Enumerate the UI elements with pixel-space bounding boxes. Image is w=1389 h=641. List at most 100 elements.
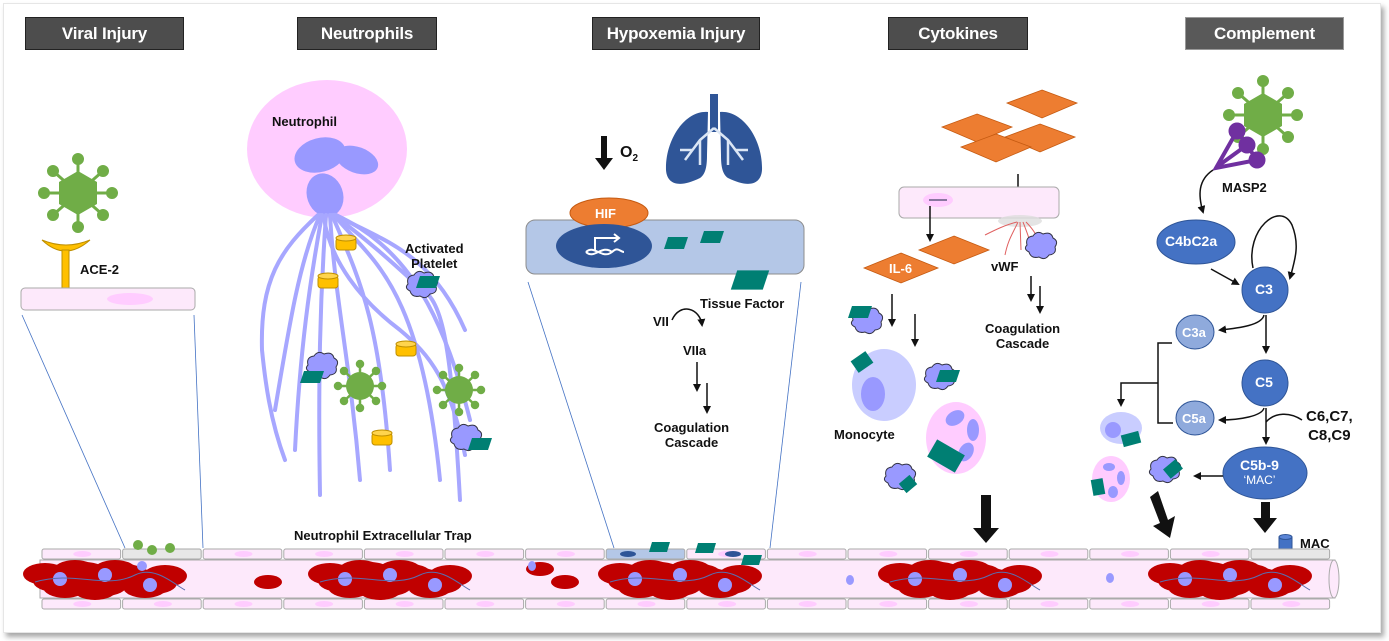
platelet-icon [98, 568, 112, 582]
mac-label: MAC [1300, 536, 1330, 551]
monocyte-nucleus [861, 377, 885, 411]
platelet-icon [338, 572, 352, 586]
activated-platelet-label-line2: Platelet [411, 256, 458, 271]
neutrophil-nucleus-icon [1103, 463, 1125, 498]
c6-c9-label: C6,C7, C8,C9 [1306, 407, 1353, 445]
c5-label: C5 [1255, 374, 1273, 390]
nucleus-icon [620, 551, 636, 557]
panel-header-cytokines: Cytokines [888, 17, 1028, 50]
complement-panel [1090, 75, 1308, 552]
panel-header-neutrophils: Neutrophils [297, 17, 437, 50]
mac-pore-icon [1278, 534, 1293, 552]
cytokines-panel [848, 89, 1079, 543]
cell-nucleus [107, 293, 153, 305]
tissue-factor-icon [1163, 459, 1183, 479]
tissue-factor-icon [1090, 478, 1106, 496]
cell-nucleus [234, 551, 253, 557]
zoom-line [769, 281, 802, 549]
c5b9-mac-sub: ‘MAC’ [1243, 473, 1276, 487]
virus-icon [147, 545, 157, 555]
virus-icon [165, 543, 175, 553]
ace2-receptor-icon [41, 239, 91, 252]
c3-label: C3 [1255, 281, 1273, 297]
cell-nucleus [798, 601, 817, 607]
cascade-line2: Cascade [664, 435, 719, 450]
lungs-icon [665, 94, 763, 184]
c4bc2a-label: C4bC2a [1165, 233, 1218, 249]
cell-nucleus [234, 601, 253, 607]
c5-node [1241, 359, 1289, 407]
platelet-icon [528, 561, 536, 571]
tissue-factor-icon [730, 270, 770, 290]
cleavage-arrow [1218, 407, 1265, 424]
ace2-label: ACE-2 [80, 262, 120, 277]
cascade-line1: Coagulation [985, 321, 1061, 336]
tissue-factor-icon [300, 371, 324, 383]
tissue-factor-icon [664, 237, 688, 249]
red-blood-cell [254, 575, 282, 589]
c5b9-name: C5b-9 [1240, 457, 1279, 473]
virus-icon [432, 363, 486, 417]
platelet-icon [428, 578, 442, 592]
cell-nucleus [1121, 601, 1140, 607]
cell-nucleus [959, 551, 978, 557]
platelet-icon [846, 575, 854, 585]
oxygen-label: O2 [620, 145, 638, 166]
net-strands [259, 213, 472, 502]
panel-header-hypoxemia-injury: Hypoxemia Injury [592, 17, 760, 50]
tissue-factor-icon [416, 276, 440, 288]
viia-label: VIIa [683, 343, 707, 358]
platelet-icon [1024, 231, 1058, 260]
c5b9-mac-node [1222, 446, 1308, 500]
fibrin-strand [609, 571, 761, 591]
virus-icon [38, 153, 118, 233]
nucleus-icon [725, 551, 741, 557]
virus-icon [1223, 75, 1303, 155]
fibrin-strand [889, 571, 1041, 591]
il6-cytokine-icon [862, 235, 991, 284]
cell-nucleus [556, 551, 575, 557]
cell-nucleus [395, 551, 414, 557]
vessel-opening [1328, 559, 1340, 599]
flow-arrow [1197, 169, 1214, 214]
cell-nucleus [395, 601, 414, 607]
tissue-factor-icon [848, 306, 872, 318]
c4bc2a-node [1156, 219, 1236, 265]
bracket-line [1157, 342, 1173, 424]
figure-frame [3, 3, 1381, 633]
cell-nucleus [637, 601, 656, 607]
coagulation-cascade-label: Coagulation Cascade [985, 321, 1060, 351]
big-arrow-icon [973, 495, 999, 543]
coagulation-cascade-label: Coagulation Cascade [654, 420, 729, 450]
tissue-factor-icon [649, 542, 670, 552]
tissue-factor-label: Tissue Factor [700, 296, 785, 311]
tissue-factor-icon [898, 474, 918, 494]
c3a-node [1175, 314, 1215, 350]
thrombus [23, 560, 187, 600]
cascade-line1: Coagulation [654, 420, 730, 435]
c6-c9-line1: C6,C7, [1306, 408, 1353, 425]
platelet-icon [137, 561, 147, 571]
masp2-icon [1212, 122, 1266, 171]
tissue-factor-icon [695, 543, 716, 553]
tissue-factor-icon [936, 370, 960, 382]
decrease-arrow-icon [595, 136, 613, 170]
cell-nucleus [1282, 601, 1301, 607]
c6-c9-line2: C8,C9 [1308, 427, 1351, 444]
cell-nucleus [1040, 601, 1059, 607]
thrombus [878, 560, 1042, 600]
red-blood-cell [648, 578, 692, 600]
thrombus [1148, 560, 1312, 600]
tissue-factor-icon [741, 555, 762, 565]
cell-nucleus [1121, 551, 1140, 557]
red-blood-cell [551, 575, 579, 589]
red-blood-cell [358, 578, 402, 600]
fibrin-strand [1159, 571, 1311, 591]
tissue-factor-icon [927, 439, 965, 473]
endothelial-cell [605, 548, 686, 560]
c5b9-label: C5b-9 ‘MAC’ [1240, 458, 1279, 488]
ace2-stalk [61, 249, 70, 289]
cell-nucleus [73, 601, 92, 607]
platelet-icon [998, 578, 1012, 592]
panel-header-viral-injury: Viral Injury [25, 17, 184, 50]
